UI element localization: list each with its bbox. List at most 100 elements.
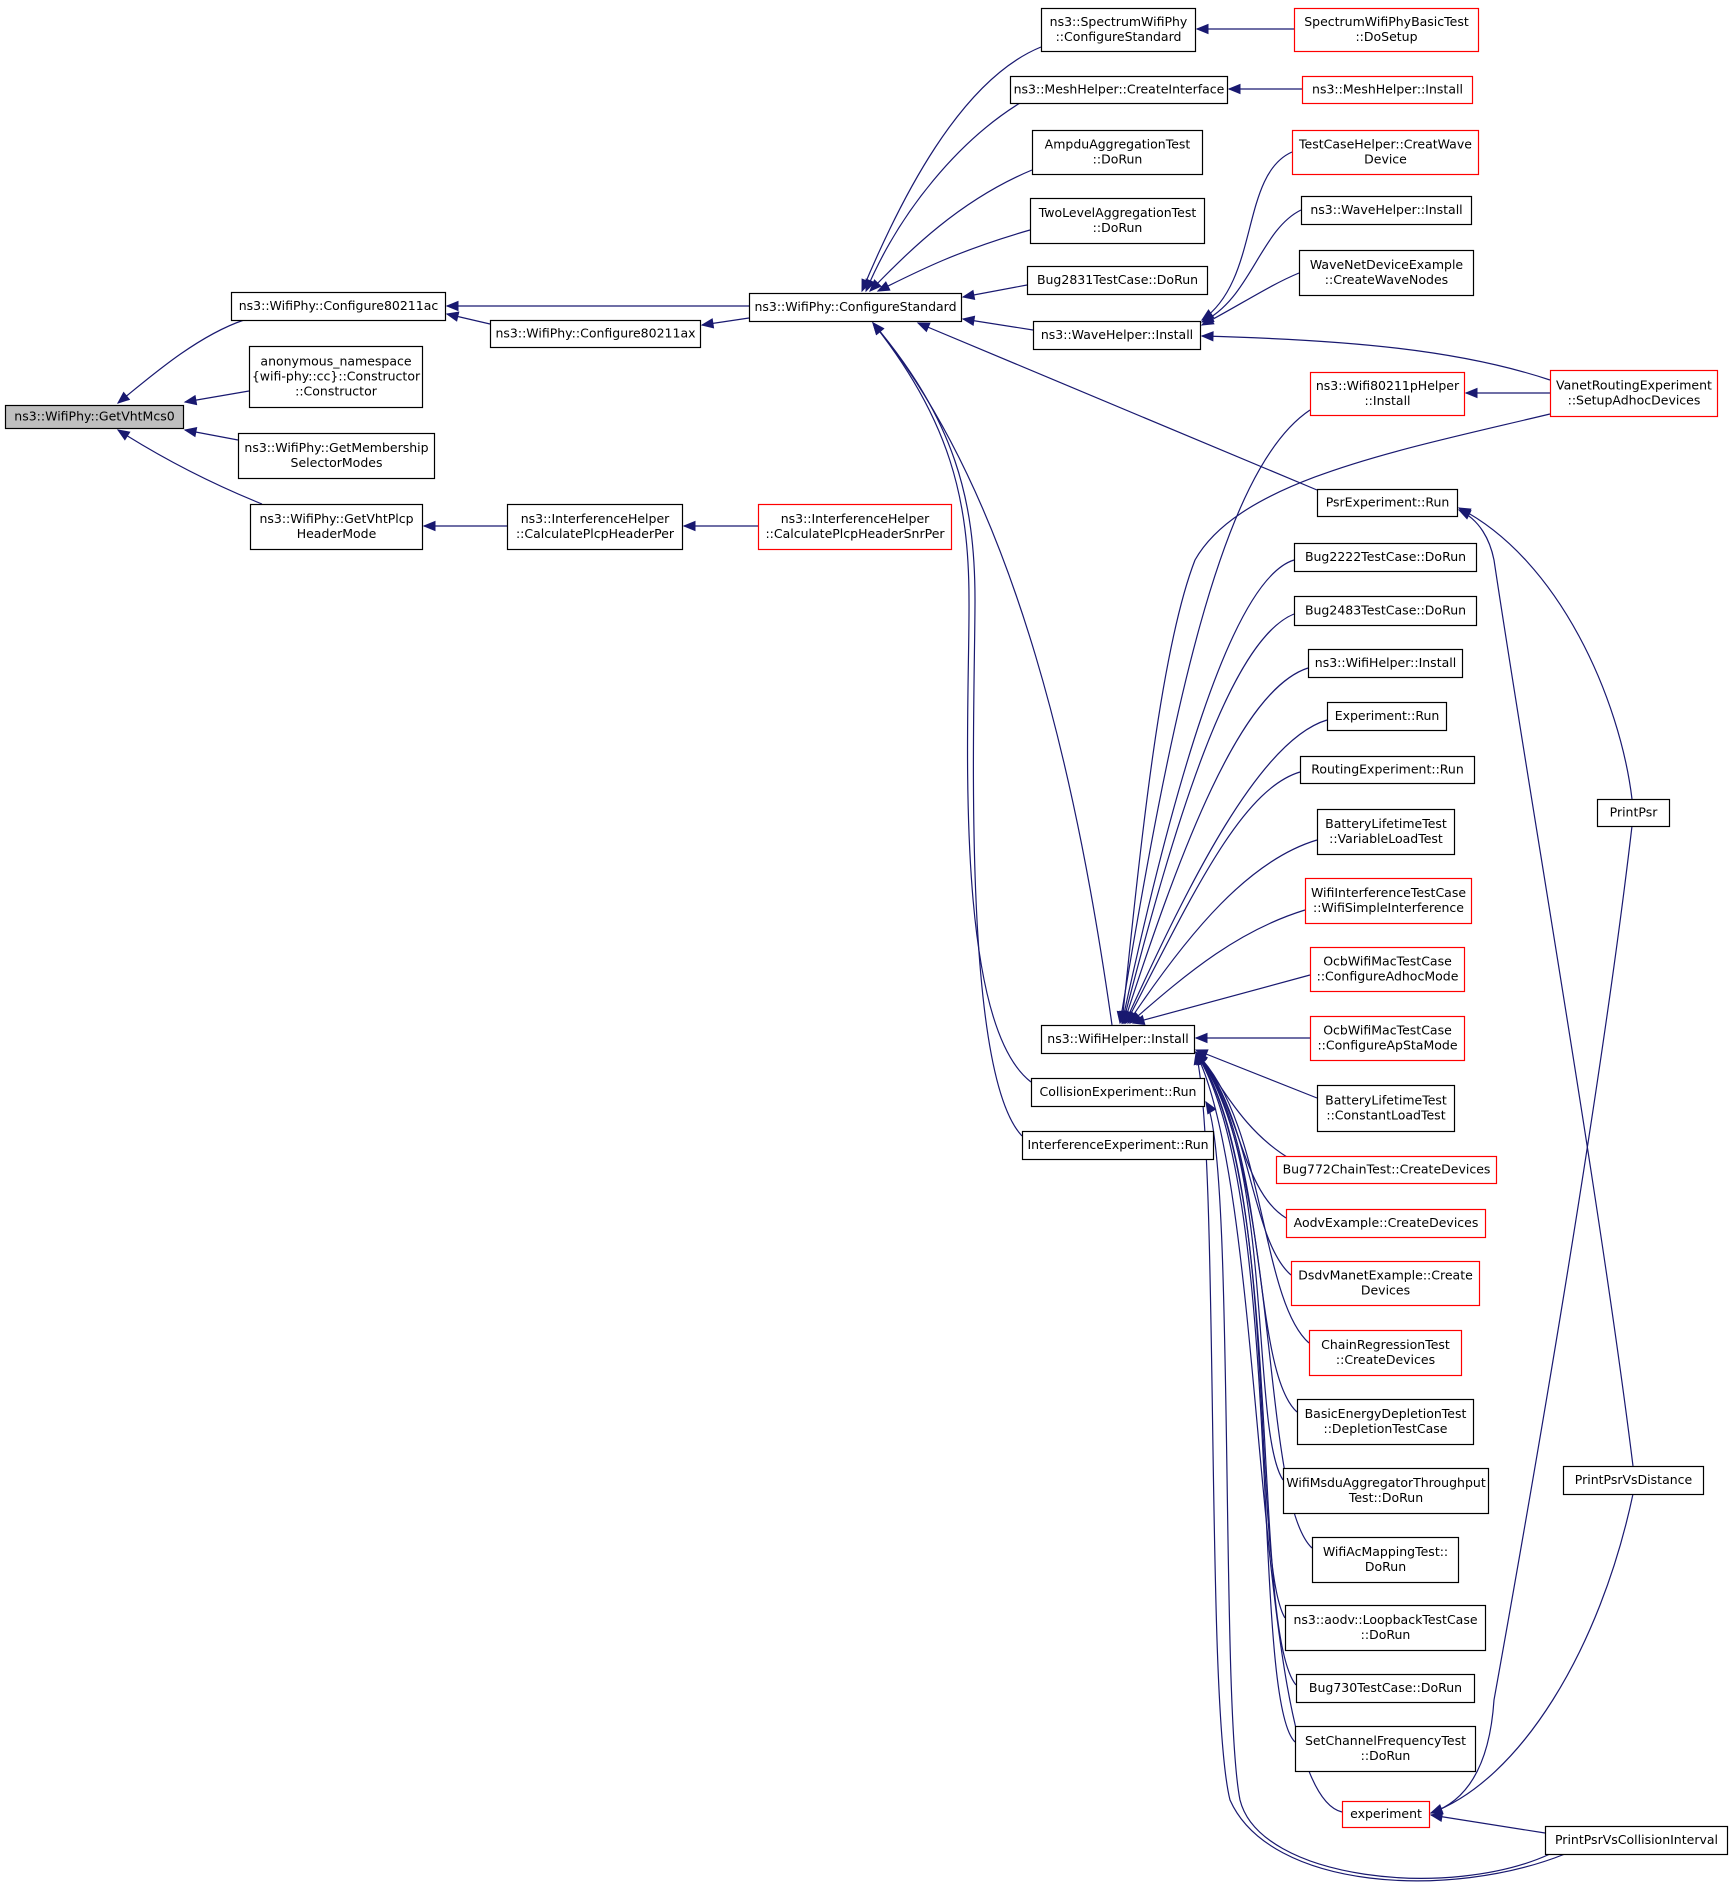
node-label: WifiAcMappingTest:: (1323, 1544, 1448, 1559)
arrow-head (876, 281, 891, 292)
node-Bug772[interactable]: Bug772ChainTest::CreateDevices (1275, 1155, 1498, 1185)
node-CollisionRun[interactable]: CollisionExperiment::Run (1030, 1077, 1206, 1108)
node-ExperimentRun[interactable]: Experiment::Run (1326, 701, 1448, 732)
node-WaveInstallMid[interactable]: ns3::WaveHelper::Install (1032, 320, 1202, 351)
arrow-head (1429, 1811, 1444, 1822)
edge-OcbApSta-to-WifiHelperInstallMid (1194, 1032, 1310, 1044)
edge-line (1124, 719, 1328, 1024)
node-OcbAdhoc[interactable]: OcbWifiMacTestCase::ConfigureAdhocMode (1309, 946, 1466, 993)
node-Bug2831[interactable]: Bug2831TestCase::DoRun (1026, 265, 1209, 296)
node-CalcPlcpHeaderPer[interactable]: ns3::InterferenceHelper::CalculatePlcpHe… (506, 503, 684, 551)
node-BasicEnergy[interactable]: BasicEnergyDepletionTest::DepletionTestC… (1296, 1398, 1475, 1446)
node-SetChannelFreq[interactable]: SetChannelFrequencyTest::DoRun (1294, 1725, 1477, 1773)
node-WaveInstallRight[interactable]: ns3::WaveHelper::Install (1300, 195, 1473, 226)
edge-line (1430, 1814, 1546, 1834)
node-MeshInstall[interactable]: ns3::MeshHelper::Install (1301, 75, 1474, 105)
node-SpectrumBasicTest[interactable]: SpectrumWifiPhyBasicTest::DoSetup (1293, 7, 1480, 53)
node-box (1549, 369, 1719, 418)
node-GetVhtMcs0[interactable]: ns3::WifiPhy::GetVhtMcs0 (4, 404, 185, 430)
node-label: ::ConfigureStandard (1056, 29, 1182, 44)
node-label: TwoLevelAggregationTest (1038, 205, 1197, 220)
node-box (506, 503, 684, 551)
node-PrintPsrVsCollision[interactable]: PrintPsrVsCollisionInterval (1544, 1825, 1729, 1856)
edge-PrintPsr-to-PsrRun (1457, 507, 1633, 800)
edge-ConfigureStandard-to-Configure80211ac (445, 300, 749, 312)
node-box (1326, 701, 1448, 732)
edge-line (1123, 667, 1309, 1024)
node-InterferenceRun[interactable]: InterferenceExperiment::Run (1021, 1130, 1215, 1161)
node-Wifi80211pInstall[interactable]: ns3::Wifi80211pHelper::Install (1309, 371, 1466, 417)
node-PrintPsr[interactable]: PrintPsr (1596, 798, 1671, 828)
node-CalcPlcpHeaderSnrPer[interactable]: ns3::InterferenceHelper::CalculatePlcpHe… (757, 503, 953, 551)
node-AodvExample[interactable]: AodvExample::CreateDevices (1285, 1208, 1487, 1239)
node-label: ::DoRun (1093, 152, 1143, 167)
node-box (1316, 488, 1459, 518)
node-Bug730[interactable]: Bug730TestCase::DoRun (1295, 1673, 1476, 1704)
edge-line (1121, 413, 1551, 1024)
edge-Configure80211ax-to-Configure80211ac (445, 311, 491, 325)
node-Configure80211ac[interactable]: ns3::WifiPhy::Configure80211ac (230, 291, 447, 322)
arrow-head (183, 394, 198, 406)
node-WaveNetDeviceExample[interactable]: WaveNetDeviceExample::CreateWaveNodes (1298, 249, 1475, 297)
node-box (248, 345, 424, 409)
node-Bug2483[interactable]: Bug2483TestCase::DoRun (1293, 595, 1478, 627)
nodes-layer: ns3::WifiPhy::GetVhtMcs0 ns3::WifiPhy::Co… (4, 7, 1729, 1856)
edge-line (1121, 559, 1295, 1024)
node-BatteryConstant[interactable]: BatteryLifetimeTest::ConstantLoadTest (1316, 1084, 1456, 1133)
node-label: ns3::WaveHelper::Install (1310, 202, 1462, 217)
node-box (1040, 1024, 1196, 1055)
node-WifiHelperInstallMid[interactable]: ns3::WifiHelper::Install (1040, 1024, 1196, 1055)
node-AmpduAggTest[interactable]: AmpduAggregationTest::DoRun (1031, 129, 1204, 176)
arrow-head (700, 318, 715, 329)
edge-PrintPsrVsCollision-to-experiment (1429, 1811, 1546, 1834)
edge-line (1129, 909, 1306, 1024)
node-PrintPsrVsDistance[interactable]: PrintPsrVsDistance (1562, 1465, 1705, 1496)
node-label: ::DoRun (1361, 1748, 1411, 1763)
node-WifiAcMapping[interactable]: WifiAcMappingTest::DoRun (1311, 1536, 1460, 1584)
node-label: ns3::Wifi80211pHelper (1316, 378, 1460, 393)
node-BatteryVariable[interactable]: BatteryLifetimeTest::VariableLoadTest (1316, 808, 1456, 856)
node-label: PrintPsrVsDistance (1575, 1472, 1693, 1487)
arrow-head (961, 315, 976, 326)
node-ConfigureStandard[interactable]: ns3::WifiPhy::ConfigureStandard (748, 292, 963, 323)
node-WifiHelperInstallRight[interactable]: ns3::WifiHelper::Install (1307, 648, 1464, 679)
node-box (1009, 75, 1229, 105)
node-experiment[interactable]: experiment (1341, 1800, 1431, 1829)
edge-Wifi80211pInstall-to-WifiHelperInstallMid (1116, 409, 1311, 1025)
node-box (1308, 1329, 1463, 1377)
node-MeshCreateInterface[interactable]: ns3::MeshHelper::CreateInterface (1009, 75, 1229, 105)
edge-PrintPsrVsDistance-to-PsrRun (1457, 509, 1634, 1467)
node-TwoLevelAggTest[interactable]: TwoLevelAggregationTest::DoRun (1029, 197, 1206, 245)
node-Configure80211ax[interactable]: ns3::WifiPhy::Configure80211ax (489, 319, 702, 349)
edge-line (1195, 1052, 1297, 1686)
edge-line (1195, 1049, 1318, 1099)
node-label: ::DoRun (1093, 220, 1143, 235)
node-label: RoutingExperiment::Run (1311, 762, 1464, 777)
node-AodvLoopback[interactable]: ns3::aodv::LoopbackTestCase::DoRun (1284, 1604, 1487, 1652)
node-OcbApSta[interactable]: OcbWifiMacTestCase::ConfigureApStaMode (1309, 1015, 1466, 1062)
edge-line (872, 322, 1113, 1026)
node-PsrRun[interactable]: PsrExperiment::Run (1316, 488, 1459, 518)
node-RoutingExpRun[interactable]: RoutingExperiment::Run (1299, 755, 1476, 785)
node-label: ns3::MeshHelper::Install (1312, 82, 1463, 97)
node-label: ns3::aodv::LoopbackTestCase (1293, 1612, 1477, 1627)
node-label: ::DepletionTestCase (1324, 1421, 1448, 1436)
node-DsdvManet[interactable]: DsdvManetExample::CreateDevices (1290, 1260, 1481, 1307)
node-label: TestCaseHelper::CreatWave (1298, 137, 1472, 152)
edge-GetMembership-to-GetVhtMcs0 (183, 426, 239, 441)
node-box (1031, 129, 1204, 176)
node-ChainRegression[interactable]: ChainRegressionTest::CreateDevices (1308, 1329, 1463, 1377)
node-box (230, 291, 447, 322)
node-AnonConstructor[interactable]: anonymous_namespace{wifi-phy::cc}::Const… (248, 345, 424, 409)
node-box (1309, 1015, 1466, 1062)
node-SpectrumConfigureStandard[interactable]: ns3::SpectrumWifiPhy::ConfigureStandard (1040, 7, 1197, 53)
node-Bug2222[interactable]: Bug2222TestCase::DoRun (1293, 542, 1478, 573)
node-VanetSetup[interactable]: VanetRoutingExperiment::SetupAdhocDevice… (1549, 369, 1719, 418)
arrow-head (1464, 387, 1478, 399)
node-WifiInterference[interactable]: WifiInterferenceTestCase::WifiSimpleInte… (1304, 877, 1473, 925)
